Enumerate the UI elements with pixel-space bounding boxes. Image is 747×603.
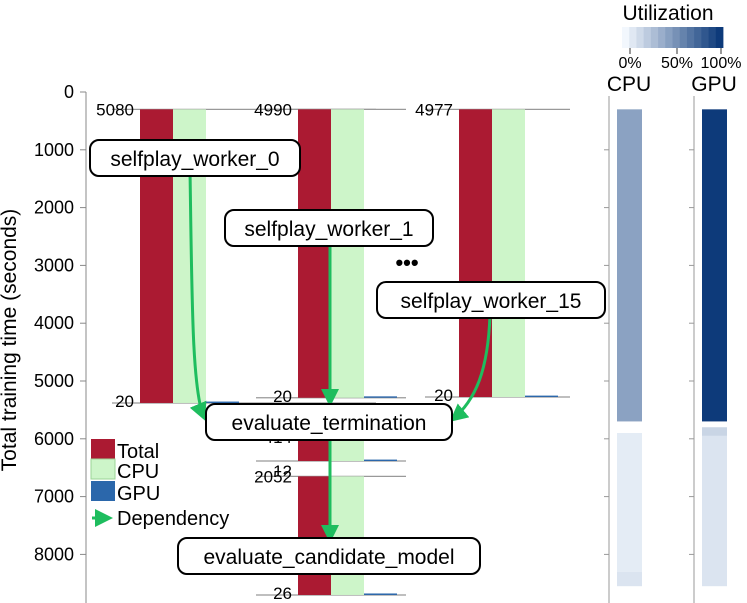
utilization-band (702, 427, 727, 436)
svg-text:evaluate_termination: evaluate_termination (232, 412, 427, 435)
utilization-band (702, 421, 727, 428)
utilization-band (617, 571, 642, 587)
legend-item: Total (91, 439, 159, 463)
cpu-bar (492, 109, 525, 398)
total-value-label: 4990 (254, 100, 292, 119)
total-bar (298, 437, 331, 461)
total-bar (298, 109, 331, 398)
colorbar-segment (694, 27, 702, 48)
y-tick-label: 1000 (34, 140, 74, 160)
gpu-bar (364, 593, 397, 595)
task-bars: 50802049902049772041412205226 (96, 100, 570, 603)
gpu-value-label: 20 (434, 386, 453, 405)
colorbar-segment (636, 27, 645, 48)
gpu-value-label: 20 (115, 392, 134, 411)
svg-text:evaluate_candidate_model: evaluate_candidate_model (203, 546, 454, 569)
utilization-band (702, 435, 727, 587)
colorbar-segment (672, 27, 681, 48)
y-tick-label: 7000 (34, 487, 74, 507)
colorbar-segment (686, 27, 695, 48)
legend-swatch (91, 439, 115, 459)
gpu-bar (525, 395, 558, 398)
y-axis: 0 1000 2000 3000 4000 5000 6000 7000 8000 (34, 82, 87, 603)
y-tick-label: 2000 (34, 198, 74, 218)
y-tick-label: 6000 (34, 429, 74, 449)
dependency-arrows (188, 169, 492, 543)
legend-label: Total (117, 441, 159, 463)
colorbar-segment (629, 27, 637, 48)
task-box-evaluate-termination: evaluate_termination (205, 403, 453, 441)
y-tick-label: 3000 (34, 255, 74, 275)
total-value-label: 4977 (415, 100, 453, 119)
colorbar-segment (643, 27, 652, 48)
gpu-value-label: 20 (273, 387, 292, 406)
legend-label: Dependency (117, 508, 229, 530)
task-box-evaluate-candidate-model: evaluate_candidate_model (177, 537, 481, 575)
dependency-arrow-worker15 (449, 314, 492, 422)
colorbar-segment (679, 27, 688, 48)
legend-swatch (90, 458, 116, 480)
legend-label: CPU (117, 461, 159, 483)
dependency-arrow-worker0 (188, 169, 207, 421)
task-bar-group: 4990 20 (254, 100, 406, 406)
legend-label: GPU (117, 483, 160, 505)
utilization-column-label: CPU (607, 73, 651, 96)
utilization-colorbar: Utilization 0% 50% 100% (618, 2, 741, 72)
colorbar-segment (658, 27, 666, 48)
utilization-column: CPU (604, 73, 651, 603)
task-box-selfplay-worker-0: selfplay_worker_0 (89, 139, 301, 177)
utilization-band (617, 421, 642, 434)
colorbar-segment (715, 27, 724, 48)
colorbar-title: Utilization (622, 2, 713, 25)
cpu-bar (331, 109, 364, 398)
gpu-bar (206, 401, 239, 403)
legend-item-dependency: Dependency (92, 508, 229, 530)
total-value-label: 2052 (254, 467, 292, 486)
total-value-label: 5080 (96, 100, 134, 119)
colorbar-segment (708, 27, 717, 48)
legend-item: CPU (90, 458, 159, 483)
legend-item: GPU (91, 481, 160, 505)
cpu-bar (331, 437, 364, 461)
ellipsis: ••• (395, 250, 418, 275)
svg-text:selfplay_worker_1: selfplay_worker_1 (244, 218, 413, 241)
legend-swatch (91, 481, 115, 501)
utilization-band (617, 109, 642, 422)
utilization-column-label: GPU (691, 73, 737, 96)
y-axis-label: Total training time (seconds) (0, 209, 21, 472)
cpu-bar (331, 476, 364, 595)
colorbar-tick-label: 50% (661, 55, 693, 72)
colorbar-segment (650, 27, 659, 48)
colorbar-segment (701, 27, 709, 48)
y-tick-label: 5000 (34, 371, 74, 391)
task-box-selfplay-worker-15: selfplay_worker_15 (376, 281, 606, 319)
colorbar-tick-label: 100% (701, 55, 742, 72)
colorbar-tick-label: 0% (618, 55, 641, 72)
colorbar-segment (665, 27, 673, 48)
task-bar-group: 4977 20 (415, 100, 570, 405)
svg-text:selfplay_worker_0: selfplay_worker_0 (110, 148, 279, 171)
utilization-columns: CPU GPU (604, 73, 737, 603)
y-tick-label: 0 (64, 82, 74, 102)
svg-text:selfplay_worker_15: selfplay_worker_15 (401, 290, 582, 313)
gpu-value-label: 26 (273, 584, 292, 603)
gpu-bar (364, 459, 397, 461)
utilization-band (617, 433, 642, 572)
utilization-band (702, 109, 727, 422)
y-tick-label: 4000 (34, 313, 74, 333)
colorbar-segment (622, 27, 630, 48)
task-box-selfplay-worker-1: selfplay_worker_1 (224, 209, 434, 247)
y-tick-label: 8000 (34, 544, 74, 564)
gpu-bar (364, 396, 397, 398)
utilization-column: GPU (689, 73, 737, 603)
total-bar (298, 476, 331, 595)
